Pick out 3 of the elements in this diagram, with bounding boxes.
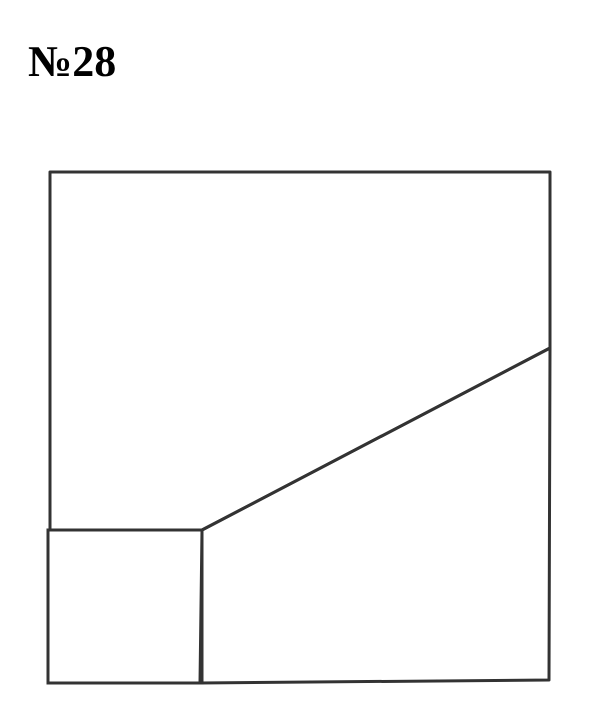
square-region	[46, 528, 204, 685]
trapezoid-region	[198, 346, 552, 685]
title: №28	[28, 40, 116, 84]
